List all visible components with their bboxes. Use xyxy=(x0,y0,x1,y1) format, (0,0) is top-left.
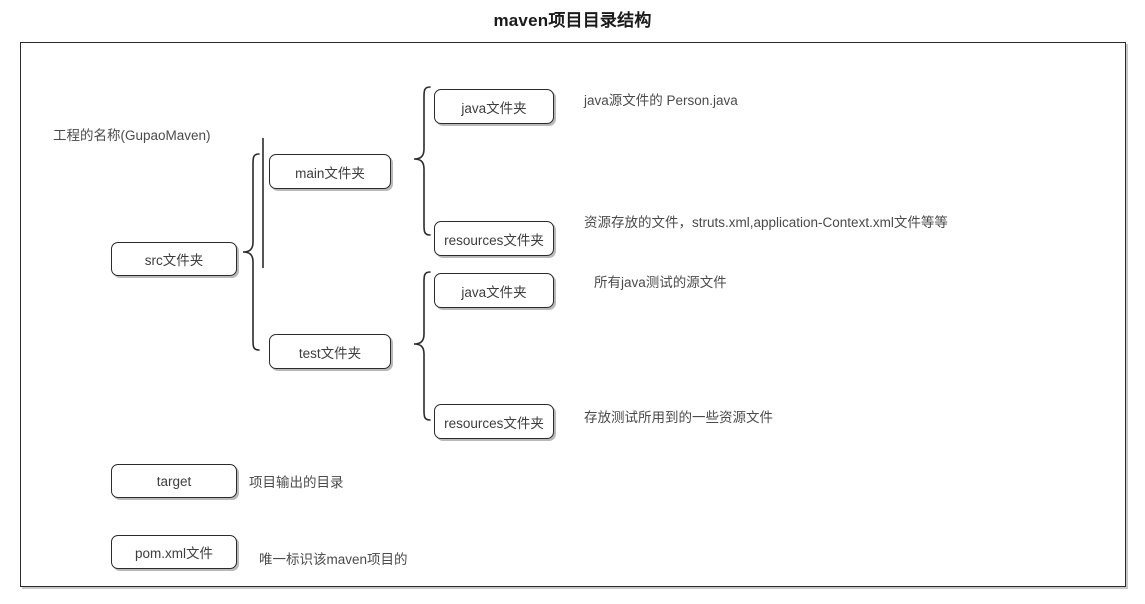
brace-test-children xyxy=(406,271,436,424)
annotation-main-java: java源文件的 Person.java xyxy=(584,93,738,108)
node-pom-xml-file[interactable]: pom.xml文件 xyxy=(111,535,237,569)
brace-src-children xyxy=(237,153,267,354)
node-test-resources-folder[interactable]: resources文件夹 xyxy=(434,404,554,439)
node-main-java-folder[interactable]: java文件夹 xyxy=(434,89,554,124)
annotation-pom: 唯一标识该maven项目的 xyxy=(259,552,408,567)
node-test-folder[interactable]: test文件夹 xyxy=(269,334,391,369)
node-main-folder[interactable]: main文件夹 xyxy=(269,154,391,189)
brace-main-children xyxy=(406,86,436,239)
annotation-target: 项目输出的目录 xyxy=(249,475,344,490)
node-src-folder[interactable]: src文件夹 xyxy=(111,242,237,276)
node-test-java-folder[interactable]: java文件夹 xyxy=(434,273,554,308)
page-title: maven项目目录结构 xyxy=(493,11,652,30)
annotation-main-resources: 资源存放的文件，struts.xml,application-Context.x… xyxy=(584,215,948,230)
root-project-label: 工程的名称(GupaoMaven) xyxy=(53,128,211,143)
annotation-test-resources: 存放测试所用到的一些资源文件 xyxy=(584,410,773,425)
annotation-test-java: 所有java测试的源文件 xyxy=(594,275,727,290)
diagram-frame: 工程的名称(GupaoMaven) src文件夹 main文件夹 test文件夹… xyxy=(20,42,1126,587)
node-main-resources-folder[interactable]: resources文件夹 xyxy=(434,221,554,256)
node-target-folder[interactable]: target xyxy=(111,464,237,498)
